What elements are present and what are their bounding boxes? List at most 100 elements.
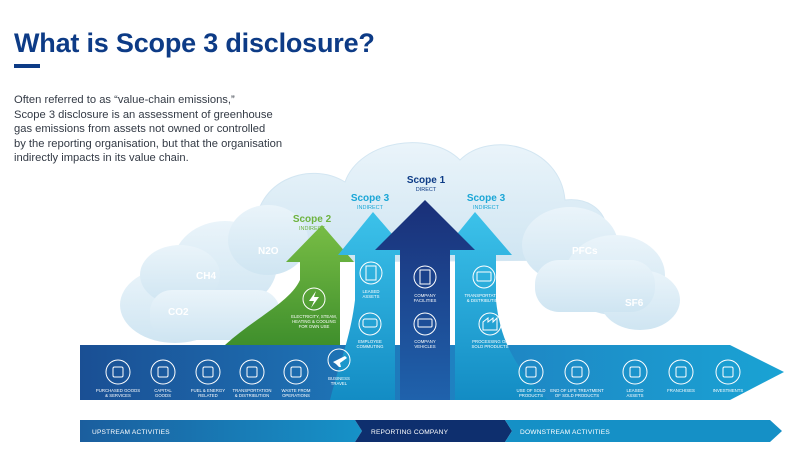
icon-glyph <box>246 366 258 378</box>
icon-glyph <box>525 366 537 378</box>
transport-distribution-downstream-item: TRANSPORTATION & DISTRIBUTION <box>465 265 504 303</box>
bottom-item-caption: LEASED <box>627 388 644 393</box>
scope2-title: Scope 2 <box>293 214 332 225</box>
company-vehicles-item: COMPANY VEHICLES <box>413 312 437 349</box>
shopping-bag-icon <box>668 359 694 385</box>
airplane-icon <box>333 356 347 367</box>
factory-icon <box>419 269 431 285</box>
item-caption: COMPANY <box>414 339 436 344</box>
icon-glyph <box>675 366 687 378</box>
scope3-left-subtitle: INDIRECT <box>357 205 384 211</box>
intro-line: indirectly impacts in its value chain. <box>14 152 189 165</box>
bottom-item: FRANCHISES <box>667 359 695 393</box>
product-use-icon <box>518 359 544 385</box>
icon-glyph <box>202 366 214 378</box>
building-icon <box>365 265 377 281</box>
money-bag-icon <box>715 359 741 385</box>
upstream-label: UPSTREAM ACTIVITIES <box>92 429 170 436</box>
bottom-item-caption: WASTE FROM <box>282 388 311 393</box>
bottom-item-caption: CAPITAL <box>154 388 172 393</box>
reporting-label: REPORTING COMPANY <box>371 429 449 436</box>
bottom-item-caption: TRANSPORTATION <box>233 388 272 393</box>
bottom-item-caption: ASSETS <box>627 393 644 398</box>
item-caption: PROCESSING OF <box>472 339 508 344</box>
truck-icon <box>417 318 433 328</box>
item-caption: TRANSPORTATION <box>465 293 504 298</box>
delivery-van-icon <box>239 359 265 385</box>
icon-glyph <box>629 366 641 378</box>
business-travel-item: BUSINESS TRAVEL <box>327 348 351 386</box>
truck-icon <box>150 359 176 385</box>
gas-label-sf6: SF6 <box>625 298 644 309</box>
icon-glyph <box>290 366 302 378</box>
item-caption: COMMUTING <box>357 344 385 349</box>
processing-sold-products-item: PROCESSING OF SOLD PRODUCTS <box>471 312 509 349</box>
icon-glyph <box>112 366 124 378</box>
icon-glyph <box>157 366 169 378</box>
bottom-item-caption: USE OF SOLD <box>517 388 546 393</box>
building-icon <box>622 359 648 385</box>
bottom-item-caption: FRANCHISES <box>667 388 695 393</box>
recycle-icon <box>564 359 590 385</box>
item-caption: ELECTRICITY, STEAM, <box>291 314 337 319</box>
intro-line: Often referred to as “value-chain emissi… <box>14 94 235 106</box>
intro-line: by the reporting organisation, but that … <box>14 137 283 150</box>
scope2-arrow <box>225 225 354 345</box>
scope1-title: Scope 1 <box>407 175 446 186</box>
item-caption: SOLD PRODUCTS <box>471 344 508 349</box>
scope1-arrow <box>375 200 475 400</box>
item-caption: FOR OWN USE <box>299 324 330 329</box>
activity-bar: UPSTREAM ACTIVITIES REPORTING COMPANY DO… <box>80 420 782 442</box>
bottom-item-caption: FUEL & ENERGY <box>191 388 225 393</box>
icon-glyph <box>571 366 583 378</box>
bottom-item-caption: RELATED <box>198 393 218 398</box>
bottom-item-caption: PURCHASED GOODS <box>96 388 140 393</box>
downstream-segment <box>505 420 782 442</box>
item-caption: BUSINESS <box>328 376 350 381</box>
bottom-item: PURCHASED GOODS& SERVICES <box>96 359 140 398</box>
bottom-item: TRANSPORTATION& DISTRIBUTION <box>233 359 272 398</box>
item-caption: COMPANY <box>414 293 436 298</box>
leased-assets-upper-item: LEASED ASSETS <box>359 261 383 299</box>
right-cloud <box>522 207 680 330</box>
bottom-item-caption: OF SOLD PRODUCTS <box>555 393 599 398</box>
item-caption: EMPLOYEE <box>358 339 382 344</box>
intro-paragraph: Often referred to as “value-chain emissi… <box>14 93 344 166</box>
intro-line: Scope 3 disclosure is an assessment of g… <box>14 108 273 121</box>
icon-glyph <box>722 366 734 378</box>
lightning-icon <box>309 291 319 308</box>
bottom-item-caption: OPERATIONS <box>282 393 310 398</box>
page-title: What is Scope 3 disclosure? <box>14 28 375 58</box>
bus-icon <box>362 318 378 328</box>
downstream-label: DOWNSTREAM ACTIVITIES <box>520 429 610 436</box>
fuel-pump-icon <box>195 359 221 385</box>
company-facilities-item: COMPANY FACILITIES <box>413 265 437 303</box>
bottom-item-caption: & DISTRIBUTION <box>235 393 269 398</box>
item-caption: HEATING & COOLING <box>292 319 337 324</box>
item-caption: TRAVEL <box>331 381 348 386</box>
delivery-van-icon <box>476 271 492 282</box>
trash-bin-icon <box>283 359 309 385</box>
intro-line: gas emissions from assets not owned or c… <box>14 123 266 136</box>
gas-label-pfcs: PFCs <box>572 246 598 257</box>
background-cloud <box>254 142 608 263</box>
bottom-item-caption: & SERVICES <box>105 393 131 398</box>
bottom-item-caption: END OF LIFE TREATMENT <box>550 388 604 393</box>
gas-label-n2o: N2O <box>258 246 279 257</box>
electricity-item: ELECTRICITY, STEAM, HEATING & COOLING FO… <box>291 287 337 329</box>
scope3-right-title: Scope 3 <box>467 193 506 204</box>
scope3-left-arrow <box>330 212 410 400</box>
employee-commuting-item: EMPLOYEE COMMUTING <box>357 312 385 349</box>
bottom-item-caption: PRODUCTS <box>519 393 543 398</box>
scope2-subtitle: INDIRECT <box>299 226 326 232</box>
left-cloud <box>120 205 308 343</box>
bottom-item-caption: INVESTMENTS <box>713 388 744 393</box>
item-caption: LEASED <box>363 289 380 294</box>
gas-label-co2: CO2 <box>168 307 189 318</box>
bottom-item: INVESTMENTS <box>713 359 744 393</box>
